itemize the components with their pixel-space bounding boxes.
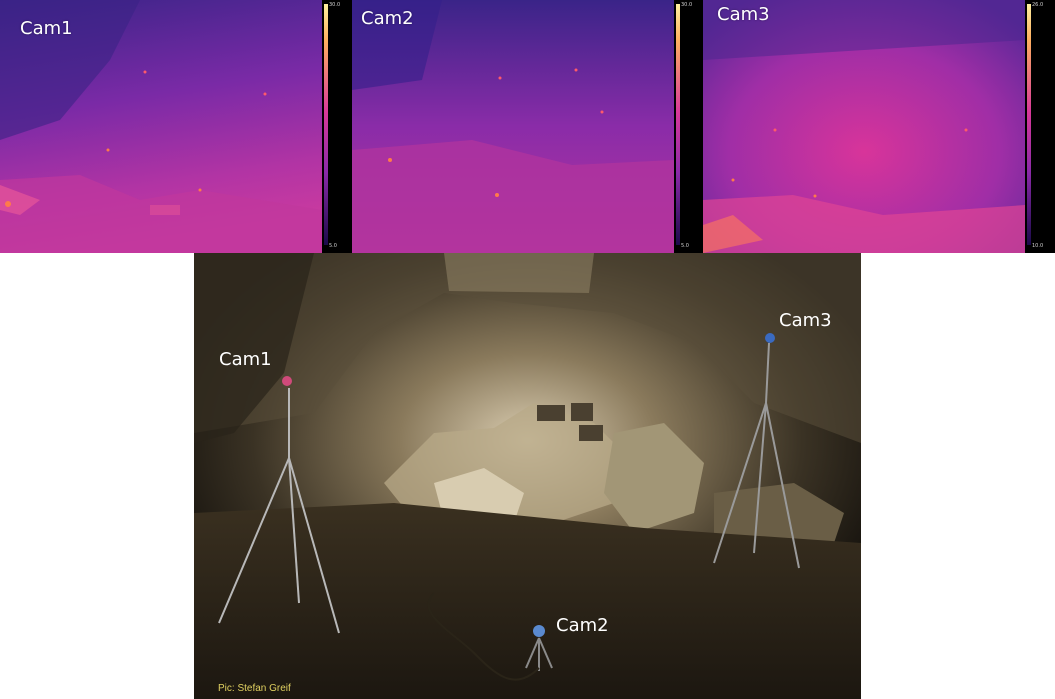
cave-scene [194,253,861,699]
thermal-scene-cam2 [352,0,674,253]
tripod-cam3 [713,342,800,569]
camera-cam3 [765,333,775,343]
thermal-scene-cam3 [703,0,1025,253]
thermal-label-cam3: Cam3 [717,4,770,25]
photo-label-cam2: Cam2 [556,615,609,636]
photo-label-cam3: Cam3 [779,310,832,331]
thermal-image-cam2: Cam2 [352,0,674,253]
thermal-image-cam1: Cam1 [0,0,322,253]
scale-min-cam3: 10.0 [1032,243,1044,249]
thermal-label-cam2: Cam2 [361,8,414,29]
temperature-scale-cam2: 30.0 5.0 [674,0,703,253]
temperature-gradient-bar [324,4,328,245]
cave-photograph: Cam1 Cam3 Cam2 Pic: Stefan Greif [194,253,861,699]
thermal-image-cam3: Cam3 [703,0,1025,253]
scale-max-cam1: 30.0 [329,2,341,8]
thermal-label-cam1: Cam1 [20,18,73,39]
temperature-scale-cam1-bar: 30.0 5.0 [322,0,352,253]
scale-min-cam2: 5.0 [681,243,689,249]
tripod-cam2 [525,637,553,671]
photo-label-cam1: Cam1 [219,349,272,370]
scale-max-cam3: 26.0 [1032,2,1044,8]
scale-min-cam1: 5.0 [329,243,337,249]
camera-cam2 [533,625,545,637]
temperature-scale-cam3: 26.0 10.0 [1025,0,1055,253]
temperature-gradient-bar [1027,4,1031,245]
temperature-gradient-bar [676,4,680,245]
camera-cam1 [282,376,292,386]
scale-max-cam2: 30.0 [681,2,693,8]
photo-credit: Pic: Stefan Greif [218,683,291,694]
tripod-cam1 [218,388,340,634]
thermal-scene-cam1 [0,0,322,253]
